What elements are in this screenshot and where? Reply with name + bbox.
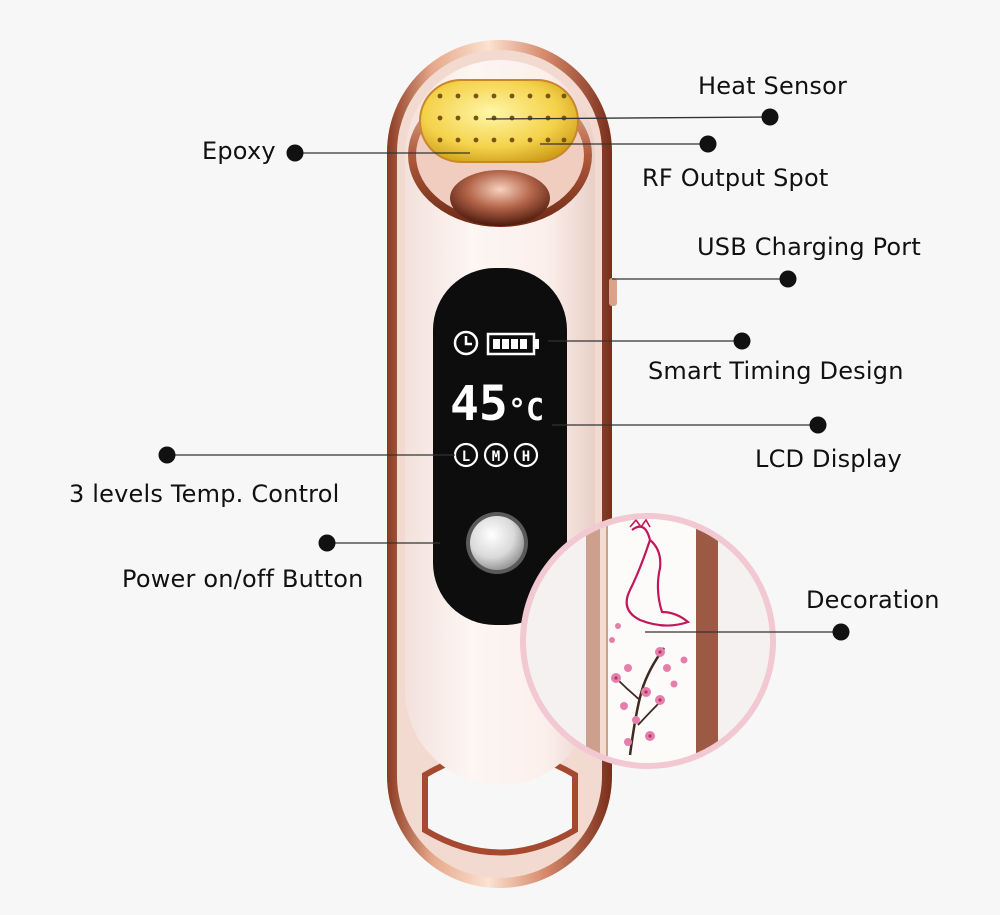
mode-label-low: L (462, 449, 470, 465)
mode-indicators: L M H (453, 442, 539, 468)
label-decoration: Decoration (806, 586, 940, 614)
usb-port (609, 278, 617, 306)
leader-lines (167, 116, 841, 633)
leader-dots (158, 108, 850, 641)
lcd-panel (433, 268, 567, 625)
mode-label-medium: M (492, 449, 500, 465)
label-temp-control: 3 levels Temp. Control (69, 480, 340, 508)
decoration-zoom (520, 513, 776, 769)
label-usb-charging-port: USB Charging Port (697, 233, 921, 261)
power-icon (470, 516, 524, 570)
label-lcd-display: LCD Display (755, 445, 902, 473)
high-mode-icon (513, 442, 539, 468)
label-epoxy: Epoxy (202, 137, 276, 165)
lcd-temperature-unit: °C (508, 393, 544, 428)
label-heat-sensor: Heat Sensor (698, 72, 848, 100)
decoration-figure (625, 525, 691, 627)
label-power-button: Power on/off Button (122, 565, 364, 593)
clock-icon (453, 330, 479, 356)
medium-mode-icon (483, 442, 509, 468)
mode-label-high: H (522, 449, 530, 465)
battery-icon (486, 332, 539, 356)
lcd-temperature: 45 (450, 376, 508, 432)
label-smart-timing-design: Smart Timing Design (648, 357, 904, 385)
rf-output-pad (419, 79, 579, 163)
label-rf-output-spot: RF Output Spot (642, 164, 829, 192)
heat-sensor-dome (450, 170, 550, 226)
